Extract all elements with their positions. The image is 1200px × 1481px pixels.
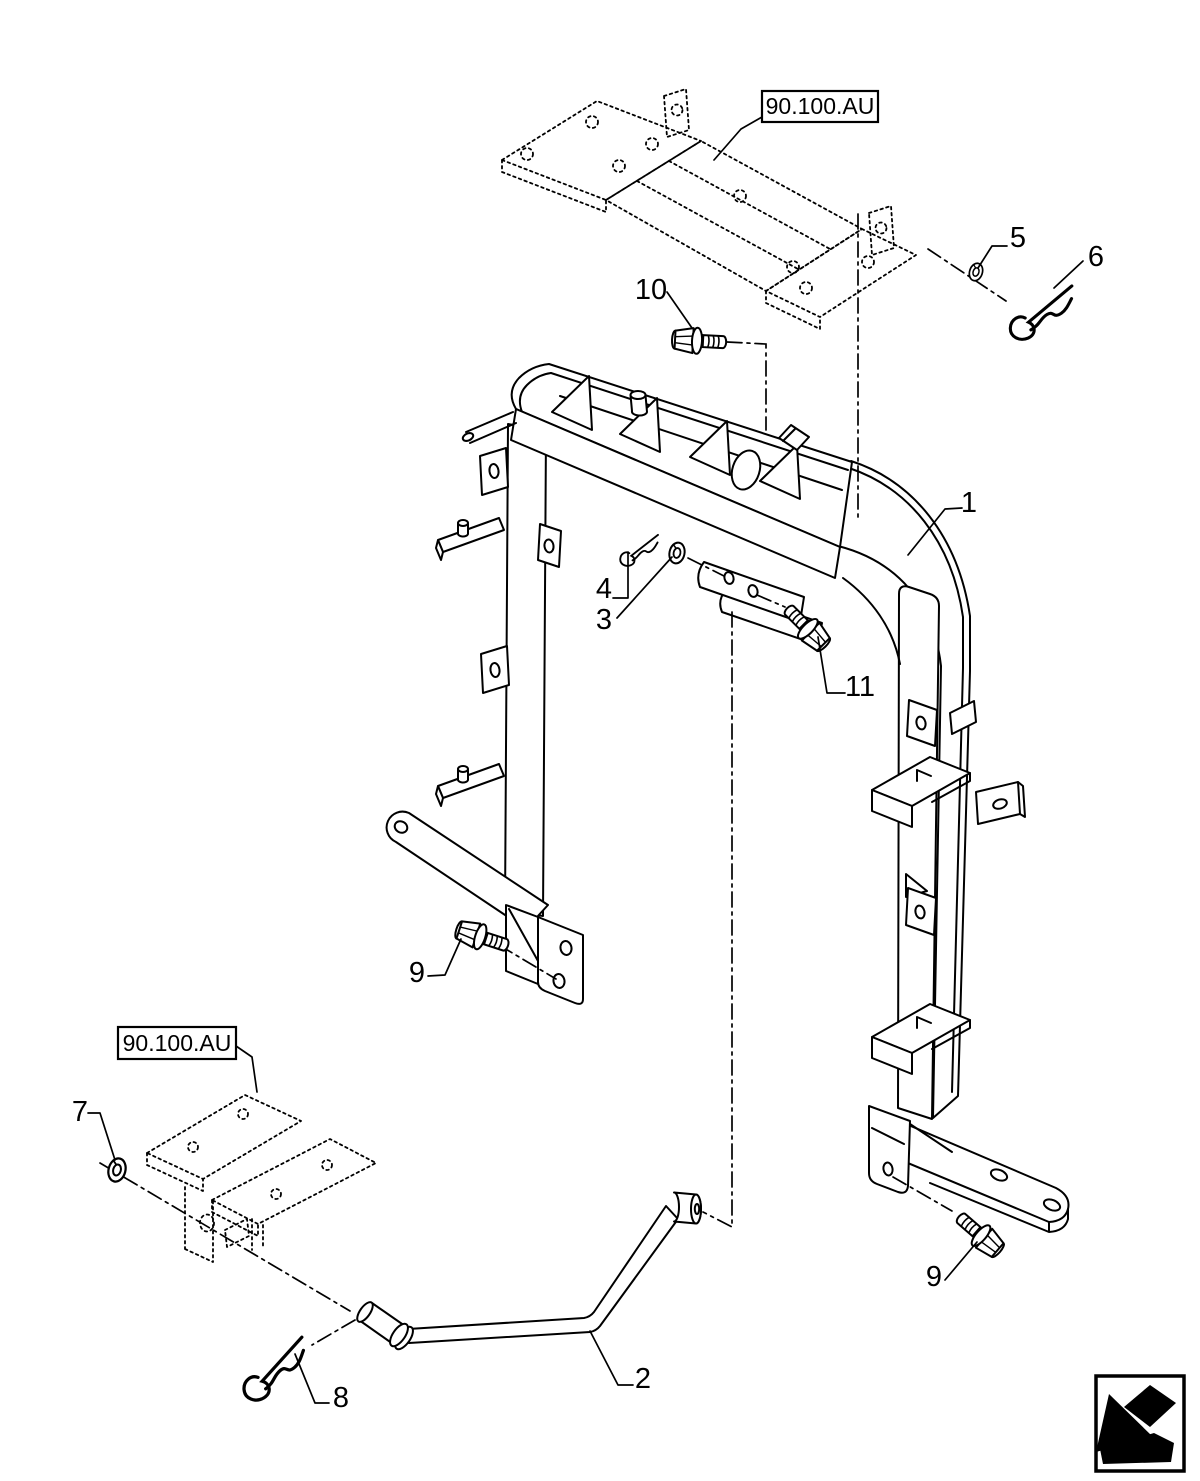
callout-5[interactable]: 5 <box>1010 222 1026 254</box>
r-clip-4 <box>615 533 665 569</box>
ref-box-left-label[interactable]: 90.100.AU <box>123 1030 232 1056</box>
ref-box-left[interactable]: 90.100.AU <box>116 1025 258 1093</box>
callout-7[interactable]: 7 <box>72 1096 88 1128</box>
callout-2[interactable]: 2 <box>635 1363 651 1395</box>
washer-5 <box>966 260 986 284</box>
callout-9-left[interactable]: 9 <box>409 957 425 989</box>
callout-3[interactable]: 3 <box>596 604 612 636</box>
hex-flange-bolt-10 <box>670 325 728 357</box>
hex-flange-bolt-9-left <box>451 915 513 960</box>
ref-box-top-label[interactable]: 90.100.AU <box>766 93 875 119</box>
washer-3 <box>666 540 688 566</box>
reference-bracket-left <box>146 1094 377 1263</box>
main-support-frame <box>385 363 1070 1233</box>
reference-bracket-top <box>501 88 917 330</box>
section-back-arrow-icon[interactable] <box>1094 1374 1186 1473</box>
callout-4[interactable]: 4 <box>596 573 612 605</box>
control-rod <box>356 1191 702 1351</box>
callout-numbers: 1 2 3 4 5 6 7 8 9 9 10 11 <box>72 222 1104 1414</box>
assembly-center-lines <box>99 213 1007 1346</box>
callout-11[interactable]: 11 <box>845 671 875 703</box>
callout-1[interactable]: 1 <box>961 487 977 519</box>
washer-7 <box>104 1155 130 1185</box>
callout-9-right[interactable]: 9 <box>926 1261 942 1293</box>
callout-8[interactable]: 8 <box>333 1382 349 1414</box>
callout-leaders <box>87 245 1084 1404</box>
r-clip-6 <box>1001 284 1085 344</box>
callout-6[interactable]: 6 <box>1088 241 1104 273</box>
ref-box-top[interactable]: 90.100.AU <box>713 89 880 161</box>
hex-flange-bolt-9-right <box>949 1205 1010 1263</box>
callout-10[interactable]: 10 <box>635 274 667 306</box>
r-clip-8 <box>232 1335 320 1406</box>
